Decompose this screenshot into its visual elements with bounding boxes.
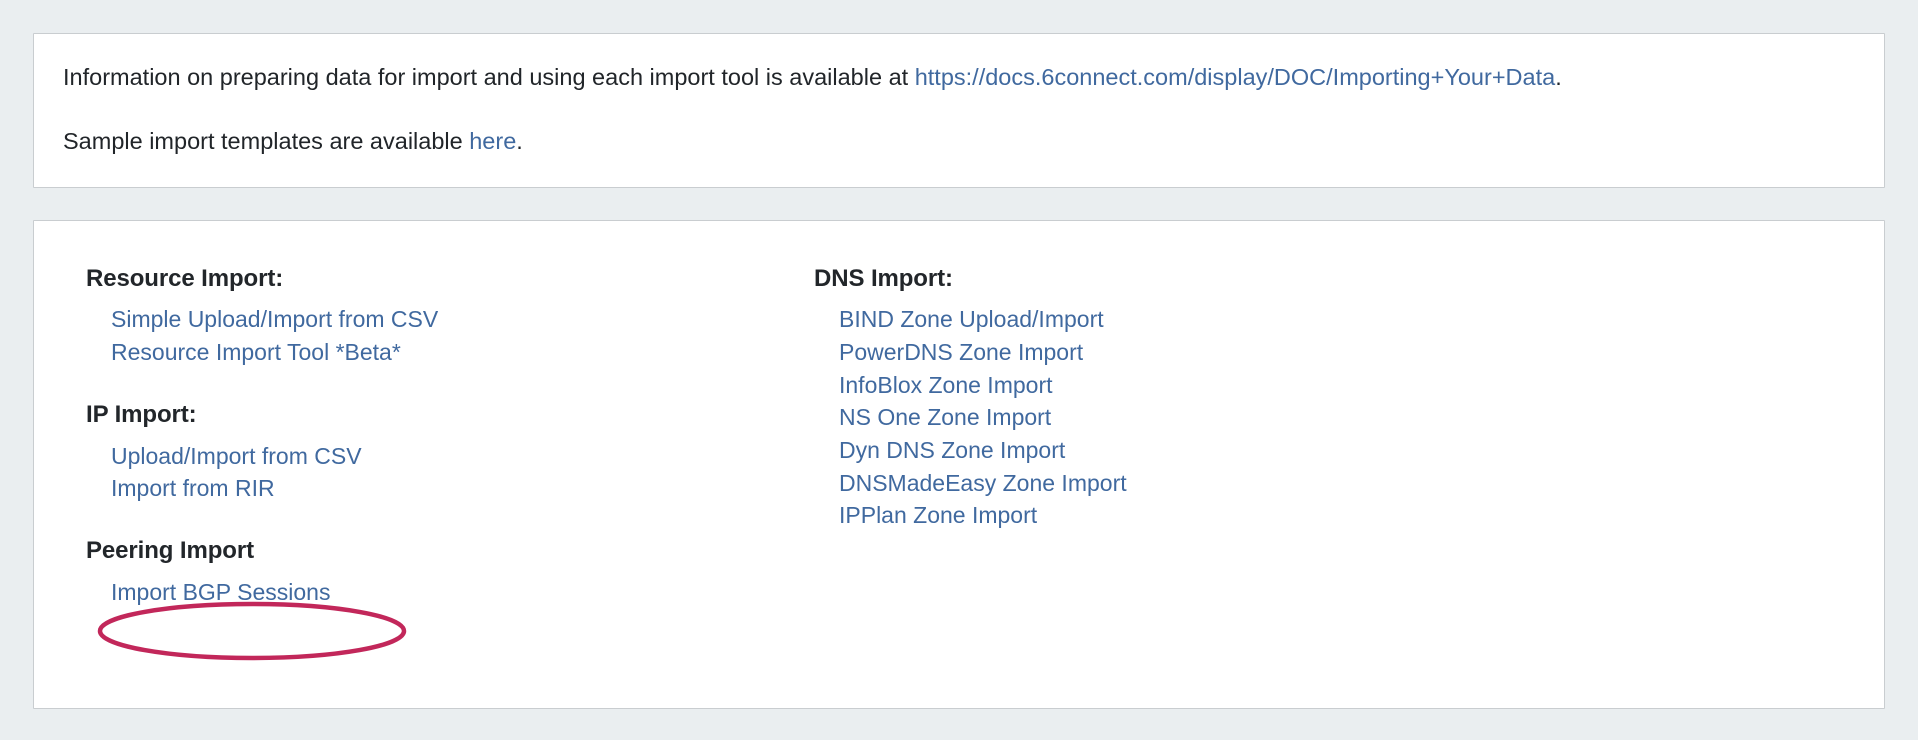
import-tool-columns: Resource Import: Simple Upload/Import fr…: [64, 249, 1854, 661]
sample-templates-here-link[interactable]: here: [469, 127, 517, 154]
link-import-bgp-sessions[interactable]: Import BGP Sessions: [111, 578, 331, 605]
documentation-info-text-after: .: [1555, 64, 1562, 90]
list-item: PowerDNS Zone Import: [839, 336, 1524, 369]
peering-import-link-list: Import BGP Sessions: [86, 576, 794, 609]
link-bind-zone-upload-import[interactable]: BIND Zone Upload/Import: [839, 306, 1104, 333]
link-resource-import-tool-beta[interactable]: Resource Import Tool *Beta*: [111, 339, 401, 366]
list-item: NS One Zone Import: [839, 401, 1524, 434]
documentation-info-text-before: Information on preparing data for import…: [63, 64, 915, 90]
annotation-ellipse-highlight: [97, 601, 407, 661]
documentation-info-panel: Information on preparing data for import…: [33, 33, 1885, 188]
ip-import-link-list: Upload/Import from CSV Import from RIR: [86, 440, 794, 506]
dns-import-heading: DNS Import:: [814, 265, 953, 292]
documentation-url-link[interactable]: https://docs.6connect.com/display/DOC/Im…: [914, 64, 1556, 90]
import-tools-panel: Resource Import: Simple Upload/Import fr…: [33, 220, 1885, 709]
link-powerdns-zone-import[interactable]: PowerDNS Zone Import: [839, 339, 1084, 366]
dns-import-group: DNS Import: BIND Zone Upload/Import Powe…: [814, 263, 1524, 532]
link-ipplan-zone-import[interactable]: IPPlan Zone Import: [839, 502, 1038, 529]
documentation-info-line: Information on preparing data for import…: [63, 62, 1855, 94]
ip-import-group: IP Import: Upload/Import from CSV Import…: [86, 399, 794, 505]
link-upload-import-from-csv[interactable]: Upload/Import from CSV: [111, 442, 362, 469]
list-item: BIND Zone Upload/Import: [839, 303, 1524, 336]
link-dnsmadeeasy-zone-import[interactable]: DNSMadeEasy Zone Import: [839, 469, 1127, 496]
resource-import-heading: Resource Import:: [86, 265, 284, 292]
templates-info-line: Sample import templates are available he…: [63, 126, 1855, 158]
right-import-column: DNS Import: BIND Zone Upload/Import Powe…: [794, 249, 1524, 532]
link-import-from-rir[interactable]: Import from RIR: [111, 475, 275, 502]
list-item: Import from RIR: [111, 472, 794, 505]
list-item: DNSMadeEasy Zone Import: [839, 467, 1524, 500]
list-item: IPPlan Zone Import: [839, 499, 1524, 532]
link-infoblox-zone-import[interactable]: InfoBlox Zone Import: [839, 371, 1053, 398]
ip-import-heading: IP Import:: [86, 401, 197, 429]
resource-import-link-list: Simple Upload/Import from CSV Resource I…: [86, 303, 794, 369]
link-dyn-dns-zone-import[interactable]: Dyn DNS Zone Import: [839, 437, 1066, 464]
templates-info-text-after: .: [516, 127, 523, 154]
link-ns-one-zone-import[interactable]: NS One Zone Import: [839, 404, 1052, 431]
left-import-column: Resource Import: Simple Upload/Import fr…: [64, 249, 794, 661]
list-item: InfoBlox Zone Import: [839, 369, 1524, 402]
peering-import-group: Peering Import Import BGP Sessions: [86, 535, 794, 608]
list-item: Import BGP Sessions: [111, 576, 794, 609]
list-item: Resource Import Tool *Beta*: [111, 336, 794, 369]
list-item: Dyn DNS Zone Import: [839, 434, 1524, 467]
link-simple-upload-import-from-csv[interactable]: Simple Upload/Import from CSV: [111, 306, 439, 333]
dns-import-link-list: BIND Zone Upload/Import PowerDNS Zone Im…: [814, 303, 1524, 532]
templates-info-text-before: Sample import templates are available: [63, 127, 470, 154]
list-item: Upload/Import from CSV: [111, 440, 794, 473]
list-item: Simple Upload/Import from CSV: [111, 303, 794, 336]
peering-import-heading: Peering Import: [86, 537, 254, 565]
resource-import-group: Resource Import: Simple Upload/Import fr…: [86, 263, 794, 369]
